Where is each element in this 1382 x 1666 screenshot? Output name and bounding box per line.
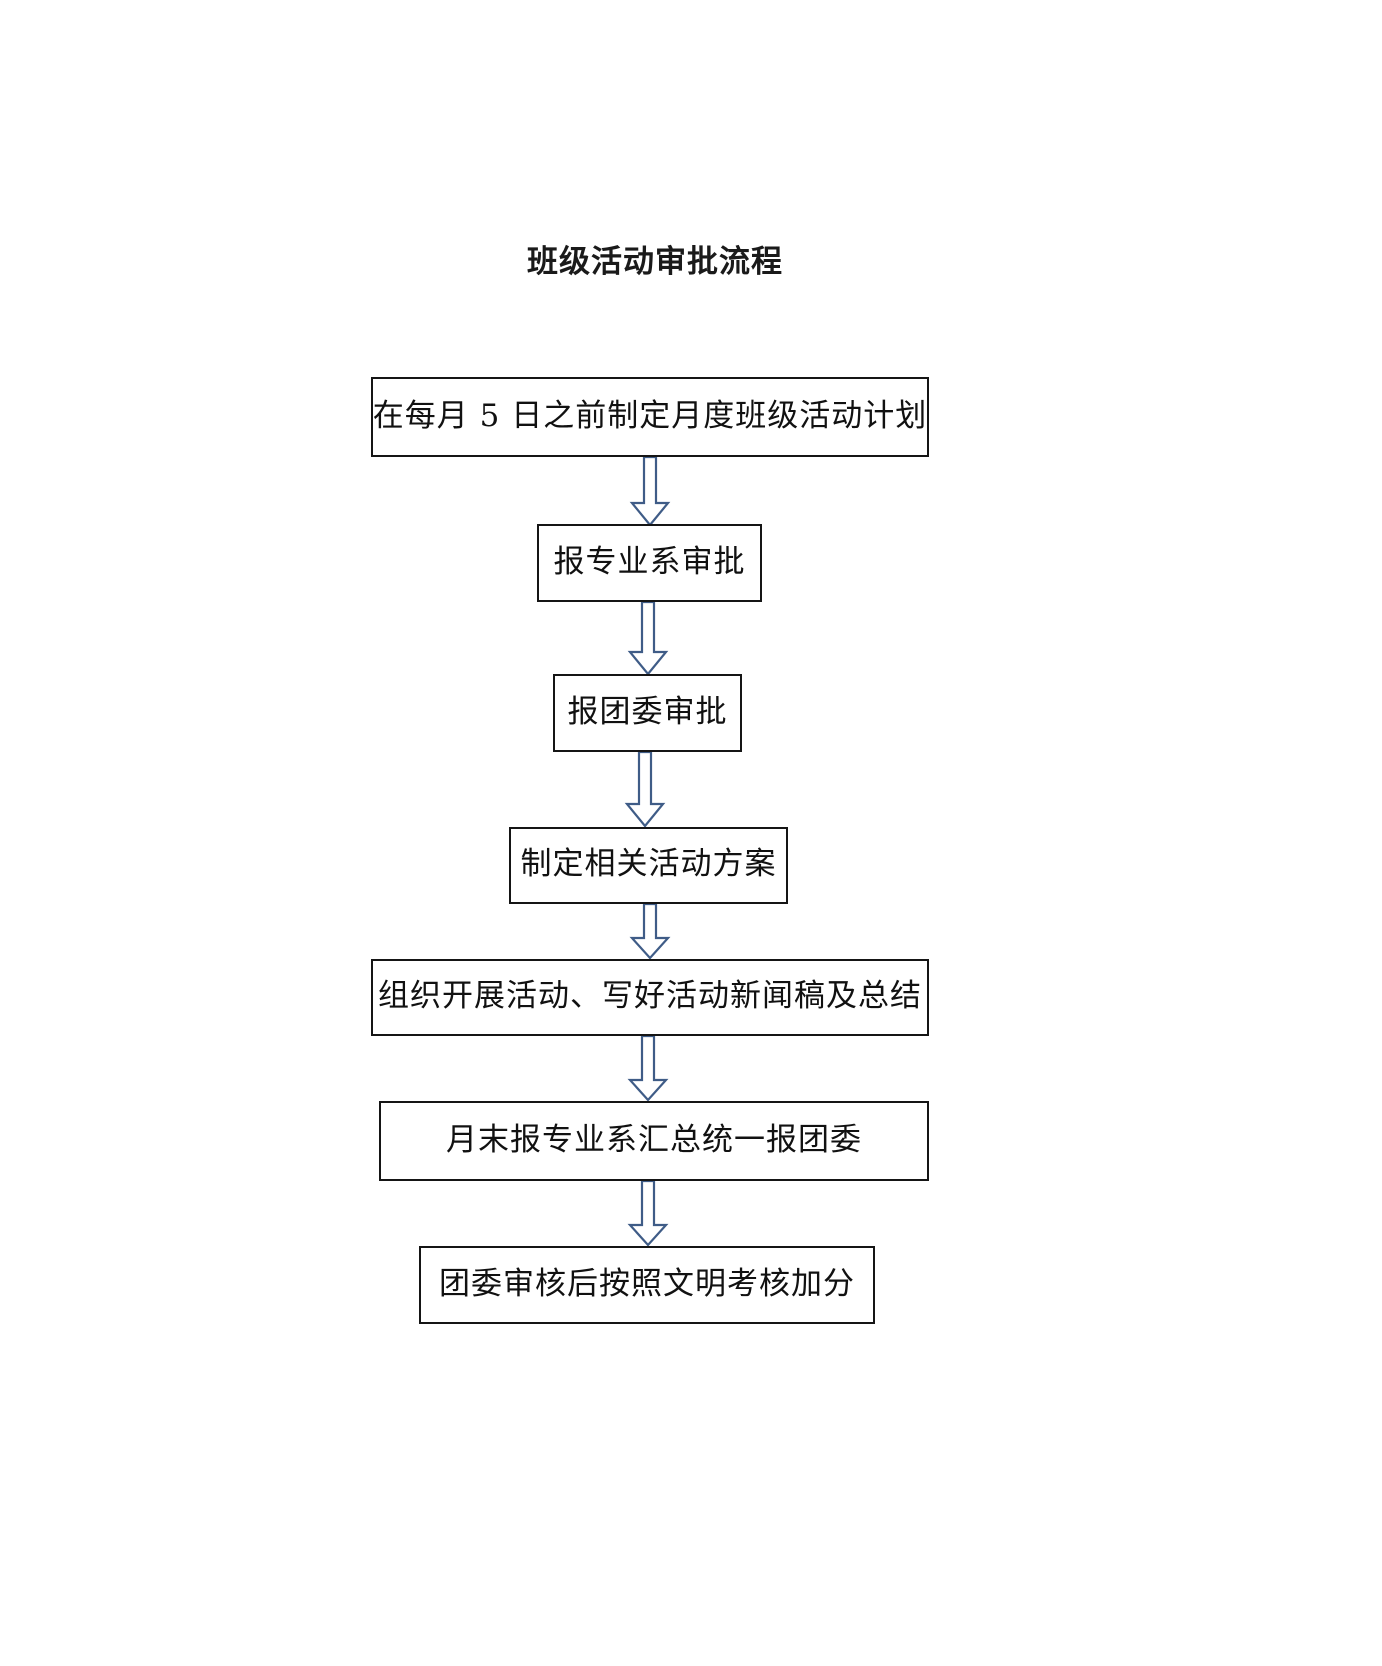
flow-box-step-3: 报团委审批: [553, 674, 742, 752]
flow-box-label: 制定相关活动方案: [520, 846, 777, 882]
flow-box-step-1: 在每月 5 日之前制定月度班级活动计划: [371, 377, 929, 457]
flow-box-label: 报团委审批: [567, 693, 728, 730]
page-title: 班级活动审批流程: [527, 244, 783, 280]
flow-box-step-2: 报专业系审批: [537, 524, 762, 602]
connector-arrow-2-3: [627, 600, 669, 676]
flow-box-label: 组织开展活动、写好活动新闻稿及总结: [378, 978, 922, 1014]
flow-box-step-5: 组织开展活动、写好活动新闻稿及总结: [371, 959, 929, 1036]
connector-arrow-4-5: [629, 902, 671, 960]
connector-arrow-5-6: [627, 1034, 669, 1102]
flow-box-step-6: 月末报专业系汇总统一报团委: [379, 1101, 929, 1181]
flow-box-label: 月末报专业系汇总统一报团委: [446, 1121, 862, 1158]
connector-arrow-3-4: [624, 750, 666, 828]
flow-box-step-7: 团委审核后按照文明考核加分: [419, 1246, 875, 1324]
flow-box-label: 在每月 5 日之前制定月度班级活动计划: [372, 397, 928, 434]
flow-box-label: 团委审核后按照文明考核加分: [439, 1265, 855, 1302]
connector-arrow-1-2: [629, 455, 671, 527]
connector-arrow-6-7: [627, 1179, 669, 1247]
flow-box-label: 报专业系审批: [553, 543, 746, 580]
flow-box-step-4: 制定相关活动方案: [509, 827, 788, 904]
